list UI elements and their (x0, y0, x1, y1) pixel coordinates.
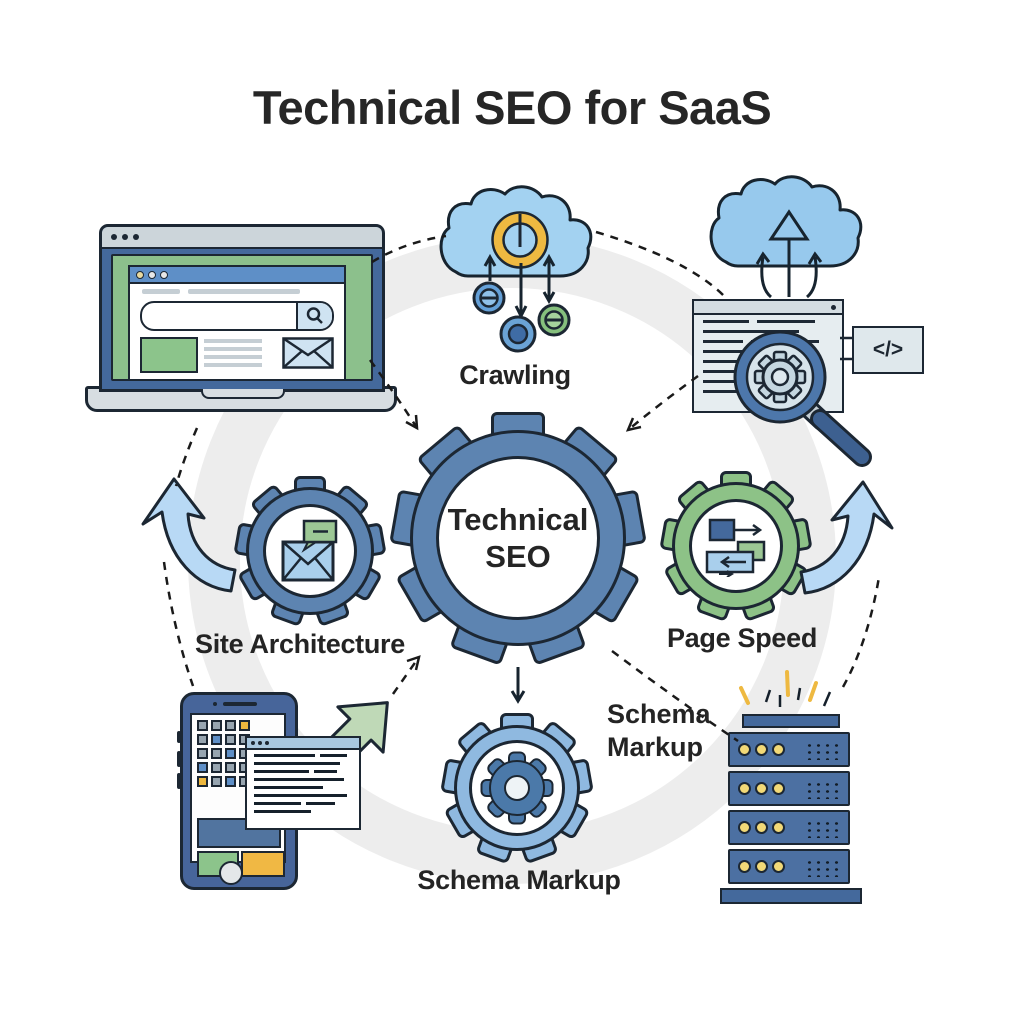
page-speed-gear-icon (659, 471, 813, 622)
page-title: Technical SEO for SaaS (252, 81, 772, 134)
blocks-arrows-icon (705, 518, 766, 577)
server-unit (728, 732, 850, 767)
central-gear-label: Technical SEO (436, 456, 600, 620)
server-unit (728, 849, 850, 884)
search-bar (140, 301, 334, 331)
server-unit (728, 771, 850, 806)
central-gear: Technical SEO (389, 412, 647, 666)
image-placeholder (140, 337, 198, 373)
browser-window (128, 265, 346, 381)
label-site-architecture: Site Architecture (195, 629, 405, 659)
label-schema-annotation: Schema Markup (607, 699, 711, 762)
envelope-icon (282, 337, 334, 369)
audit-document-icon (692, 299, 844, 413)
server-unit (728, 810, 850, 845)
laptop-icon (85, 224, 397, 424)
app-grid (197, 720, 250, 790)
server-icon (720, 714, 862, 904)
label-crawling: Crawling (459, 360, 571, 390)
popup-window-icon (245, 736, 361, 830)
label-page-speed: Page Speed (666, 623, 818, 653)
schema-markup-gear-icon (440, 713, 594, 865)
search-icon (296, 303, 332, 329)
home-button (219, 861, 243, 885)
code-tag-icon: </> (852, 326, 924, 374)
site-architecture-gear-icon (233, 476, 387, 627)
laptop-screen (99, 224, 385, 392)
label-schema-markup: Schema Markup (417, 865, 621, 895)
envelope-chat-icon (281, 519, 338, 582)
